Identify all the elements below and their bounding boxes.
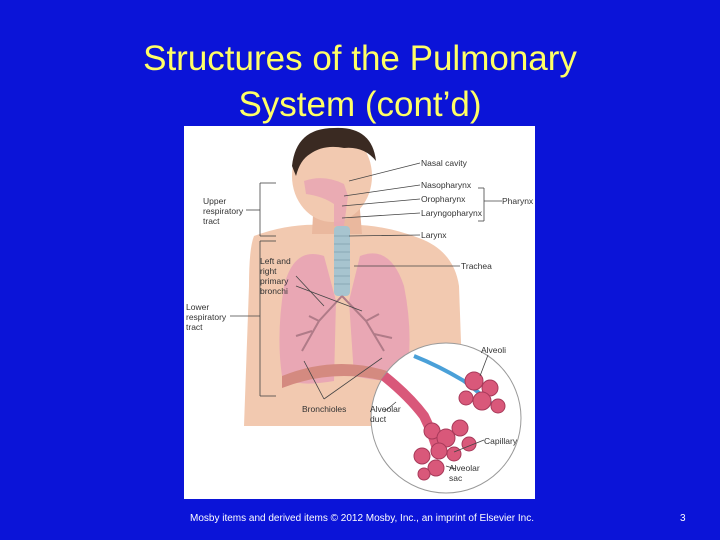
label-lower-tract-1: Lower [186, 302, 209, 312]
respiratory-system-illustration: Nasal cavity Nasopharynx Oropharynx Lary… [184, 126, 535, 499]
label-upper-tract-2: respiratory [203, 206, 244, 216]
label-larynx: Larynx [421, 230, 447, 240]
label-bronchioles: Bronchioles [302, 404, 346, 414]
label-alveolar-duct-2: duct [370, 414, 387, 424]
label-bronchi-4: bronchi [260, 286, 288, 296]
label-nasopharynx: Nasopharynx [421, 180, 472, 190]
copyright-footer: Mosby items and derived items © 2012 Mos… [190, 513, 534, 524]
title-line-2: System (cont’d) [0, 82, 720, 128]
label-alveolar-duct-1: Alveolar [370, 404, 401, 414]
page-number: 3 [680, 513, 686, 524]
label-laryngopharynx: Laryngopharynx [421, 208, 483, 218]
label-bronchi-3: primary [260, 276, 289, 286]
label-bronchi-2: right [260, 266, 277, 276]
slide-title: Structures of the Pulmonary System (cont… [0, 36, 720, 128]
label-bronchi-1: Left and [260, 256, 291, 266]
label-capillary: Capillary [484, 436, 518, 446]
anatomy-diagram: Nasal cavity Nasopharynx Oropharynx Lary… [184, 126, 535, 499]
label-alveolar-sac-2: sac [449, 473, 463, 483]
label-upper-tract-1: Upper [203, 196, 226, 206]
label-trachea: Trachea [461, 261, 492, 271]
label-alveolar-sac-1: Alveolar [449, 463, 480, 473]
alveoli-inset [371, 343, 521, 493]
label-upper-tract-3: tract [203, 216, 220, 226]
title-line-1: Structures of the Pulmonary [0, 36, 720, 82]
label-pharynx: Pharynx [502, 196, 534, 206]
label-nasal-cavity: Nasal cavity [421, 158, 468, 168]
label-alveoli: Alveoli [481, 345, 506, 355]
label-lower-tract-2: respiratory [186, 312, 227, 322]
label-lower-tract-3: tract [186, 322, 203, 332]
label-oropharynx: Oropharynx [421, 194, 466, 204]
